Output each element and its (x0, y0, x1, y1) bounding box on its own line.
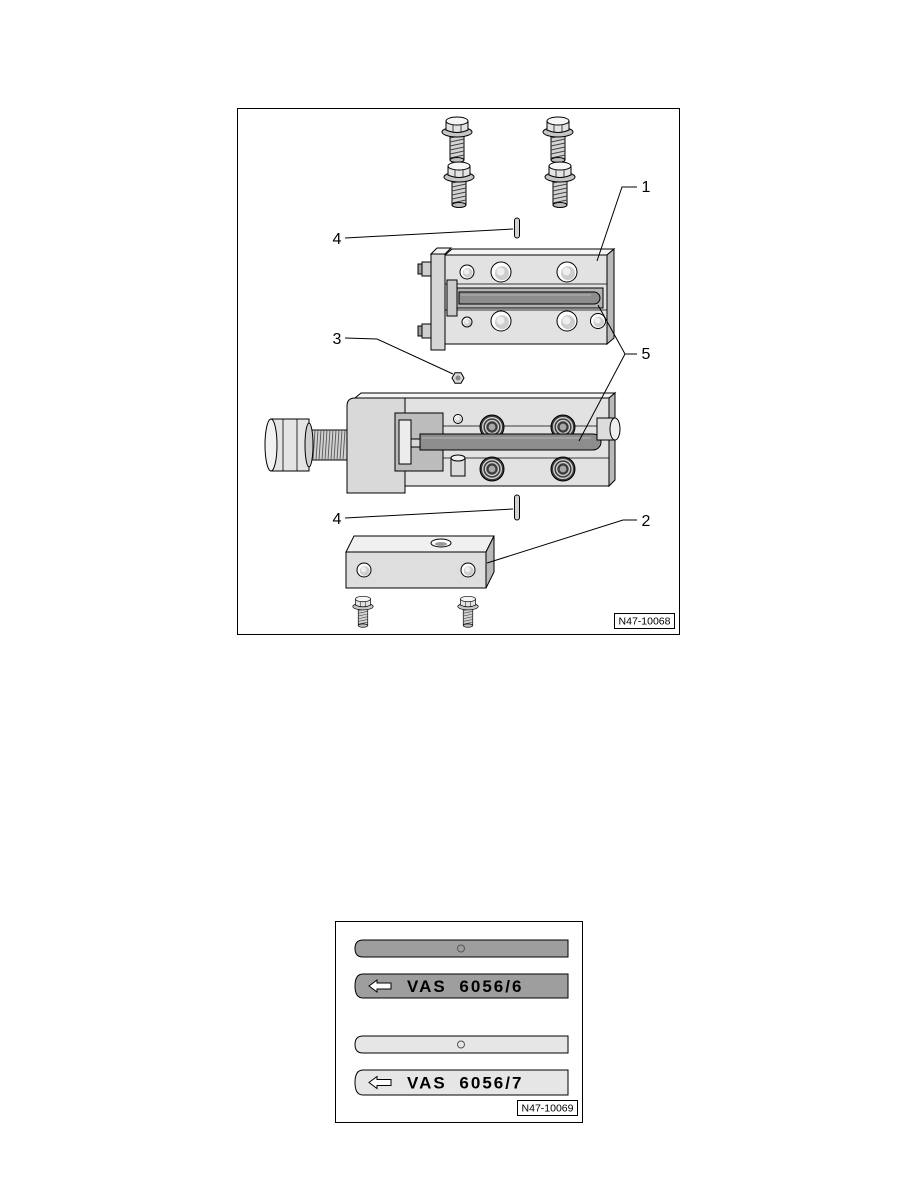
tool-tag (354, 1069, 569, 1096)
leader-line-4-bottom (344, 508, 514, 519)
exploded-view-figure: 1 4 3 5 4 2 N47-10068 (237, 108, 680, 635)
hex-nut (451, 372, 465, 384)
tool-identification-figure: VAS 6056/6 VAS 6056/7 N47-10069 (335, 921, 583, 1123)
upper-guide-plate (417, 247, 616, 351)
callout-4-top: 4 (333, 231, 342, 248)
callout-5: 5 (642, 346, 651, 363)
dowel-pin-upper (514, 217, 520, 239)
leader-line-2 (486, 519, 637, 564)
bolt-hole (453, 414, 463, 424)
press-body (264, 391, 621, 494)
figure-reference-box (614, 613, 675, 629)
tool-tag (354, 973, 569, 999)
spindle-knob (264, 418, 314, 472)
leader-line-5-lower (578, 353, 626, 442)
callout-2: 2 (642, 513, 651, 530)
tool-tag-vas-6056-7: VAS 6056/7 (354, 1069, 569, 1096)
leader-line-1 (596, 186, 637, 262)
tool-rod-vas-6056-7 (354, 1035, 569, 1054)
bolt-hole (556, 261, 578, 283)
callout-4-bottom: 4 (333, 511, 342, 528)
support-block (345, 535, 495, 589)
bolt-hole (490, 310, 512, 332)
dowel-pin-lower (514, 494, 520, 521)
arrow-left-icon (368, 979, 392, 993)
bolt-hole (590, 313, 606, 329)
flange-screw (421, 323, 432, 339)
figure-reference-number: N47-10068 (619, 616, 671, 628)
tool-rod (354, 1035, 569, 1054)
callout-3: 3 (333, 331, 342, 348)
spindle-yoke (346, 397, 406, 494)
flange-screw (421, 261, 432, 277)
bolt-hole (461, 316, 473, 328)
tool-tag-vas-6056-6: VAS 6056/6 (354, 973, 569, 999)
tool-rod-vas-6056-6 (354, 939, 569, 958)
guide-rod-upper (458, 291, 601, 305)
arrow-left-icon (368, 1075, 392, 1090)
figure-reference-number: N47-10069 (522, 1103, 574, 1115)
leader-line-4-top (344, 228, 514, 239)
bolt-hole (460, 562, 476, 578)
compression-spring (479, 456, 505, 482)
pressure-pad (398, 419, 412, 465)
rod-hole (457, 1040, 465, 1049)
end-flange (430, 253, 446, 351)
compression-spring (550, 456, 576, 482)
leader-line-3 (344, 337, 454, 375)
tool-name: VAS 6056/7 (407, 1074, 523, 1093)
bolt-hole (490, 261, 512, 283)
guide-rod-lower (419, 433, 602, 451)
tool-name: VAS 6056/6 (407, 977, 523, 996)
figure-reference-box (517, 1100, 578, 1116)
slot-bracket (446, 279, 458, 317)
callout-1: 1 (642, 179, 651, 196)
rod-hole (457, 944, 465, 953)
bolt-hole (556, 310, 578, 332)
bolt-hole (356, 562, 372, 578)
tool-rod (354, 939, 569, 958)
bolt-hole (459, 264, 475, 280)
